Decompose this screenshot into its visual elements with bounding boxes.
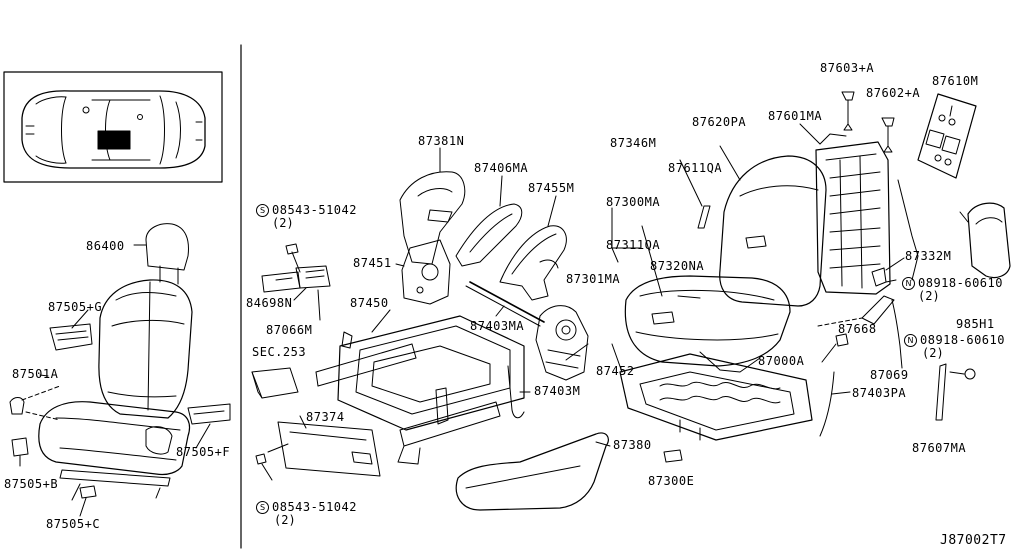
part-label-87505b: 87505+B xyxy=(4,477,59,491)
part-label-87403m: 87403M xyxy=(534,384,581,398)
part-label-87620pa: 87620PA xyxy=(692,115,747,129)
part-label-87403ma: 87403MA xyxy=(470,319,525,333)
seat-cushion-back-drawing xyxy=(611,91,1011,463)
part-label-86400: 86400 xyxy=(86,239,125,253)
n-prefix-icon: N xyxy=(904,334,917,347)
fastener-qty: (2) xyxy=(922,346,944,360)
s-prefix-icon: S xyxy=(256,204,269,217)
part-label-87452: 87452 xyxy=(596,364,635,378)
part-label-87311qa: 87311QA xyxy=(606,238,661,252)
part-label-87610m: 87610M xyxy=(932,74,979,88)
part-label-87300ma: 87300MA xyxy=(606,195,661,209)
part-label-84698n: 84698N xyxy=(246,296,293,310)
fastener-qty: (2) xyxy=(272,216,294,230)
part-label-87403pa: 87403PA xyxy=(852,386,907,400)
fastener-number: 08918-60610 xyxy=(918,276,1003,290)
part-label-87300e: 87300E xyxy=(648,474,695,488)
diagram-code: J87002T7 xyxy=(940,533,1007,548)
part-label-87501a: 87501A xyxy=(12,367,59,381)
part-label-87320na: 87320NA xyxy=(650,259,705,273)
fastener-number: 08543-51042 xyxy=(272,500,357,514)
part-label-87451: 87451 xyxy=(353,256,392,270)
part-label-87505g: 87505+G xyxy=(48,300,103,314)
part-label-87602a: 87602+A xyxy=(866,86,921,100)
part-label-985h1: 985H1 xyxy=(956,317,995,331)
part-label-87066m: 87066M xyxy=(266,323,313,337)
part-label-87603a: 87603+A xyxy=(820,61,875,75)
part-label-87346m: 87346M xyxy=(610,136,657,150)
fastener-number: 08543-51042 xyxy=(272,203,357,217)
part-label-87601ma: 87601MA xyxy=(768,109,823,123)
part-label-87611qa: 87611QA xyxy=(668,161,723,175)
part-label-87301ma: 87301MA xyxy=(566,272,621,286)
part-label-87455m: 87455M xyxy=(528,181,575,195)
s-prefix-icon: S xyxy=(256,501,269,514)
part-label-87069: 87069 xyxy=(870,368,909,382)
part-label-87380: 87380 xyxy=(613,438,652,452)
part-label-87505f: 87505+F xyxy=(176,445,231,459)
part-label-87332m: 87332M xyxy=(905,249,952,263)
fastener-qty: (2) xyxy=(274,513,296,527)
car-locator-icon xyxy=(3,71,223,183)
part-label-87450: 87450 xyxy=(350,296,389,310)
seat-frame-drawing xyxy=(251,147,611,511)
part-label-sec253: SEC.253 xyxy=(252,345,307,359)
fastener-qty: (2) xyxy=(918,289,940,303)
part-label-87668: 87668 xyxy=(838,322,877,336)
part-label-87374: 87374 xyxy=(306,410,345,424)
part-label-87505c: 87505+C xyxy=(46,517,101,531)
part-label-87607ma: 87607MA xyxy=(912,441,967,455)
part-label-87406ma: 87406MA xyxy=(474,161,529,175)
fastener-number: 08918-60610 xyxy=(920,333,1005,347)
part-label-87381n: 87381N xyxy=(418,134,465,148)
complete-seat-drawing xyxy=(9,223,231,517)
part-label-87000a: 87000A xyxy=(758,354,805,368)
n-prefix-icon: N xyxy=(902,277,915,290)
